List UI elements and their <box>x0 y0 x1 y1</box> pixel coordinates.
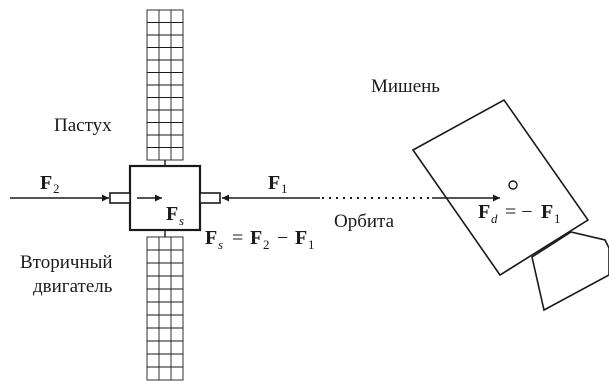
svg-text:F: F <box>250 227 262 249</box>
svg-text:F: F <box>478 201 490 223</box>
svg-text:F: F <box>295 227 307 249</box>
svg-text:=: = <box>232 227 243 249</box>
svg-text:F: F <box>40 172 52 194</box>
f1-label: F 1 <box>268 172 288 196</box>
svg-text:1: 1 <box>554 211 561 226</box>
svg-text:1: 1 <box>308 237 315 252</box>
secondary-engine-label-line1: Вторичный <box>20 252 113 273</box>
svg-text:s: s <box>179 213 184 228</box>
secondary-engine-label-line2: двигатель <box>33 276 113 297</box>
orbit-label: Орбита <box>334 211 395 232</box>
svg-text:F: F <box>166 203 178 225</box>
fs-label: F s <box>166 203 184 228</box>
f2-label: F 2 <box>40 172 60 196</box>
left-thruster <box>109 192 131 204</box>
target-label: Мишень <box>371 76 440 97</box>
svg-text:= −: = − <box>505 201 533 223</box>
svg-text:s: s <box>218 237 223 252</box>
svg-text:F: F <box>541 201 553 223</box>
svg-text:1: 1 <box>281 181 288 196</box>
target-center-marker <box>508 180 518 190</box>
upper-solar-panel <box>146 9 184 161</box>
fd-equation: F d = − F 1 <box>478 201 561 226</box>
target-object <box>411 98 609 312</box>
svg-text:F: F <box>268 172 280 194</box>
svg-text:d: d <box>491 211 498 226</box>
right-thruster <box>199 192 221 204</box>
fs-equation: F s = F 2 − F 1 <box>205 227 315 252</box>
svg-text:2: 2 <box>53 181 60 196</box>
lower-solar-panel <box>146 236 184 381</box>
svg-text:−: − <box>277 227 288 249</box>
shepherd-label: Пастух <box>54 115 112 136</box>
svg-text:2: 2 <box>263 237 270 252</box>
svg-text:F: F <box>205 227 217 249</box>
